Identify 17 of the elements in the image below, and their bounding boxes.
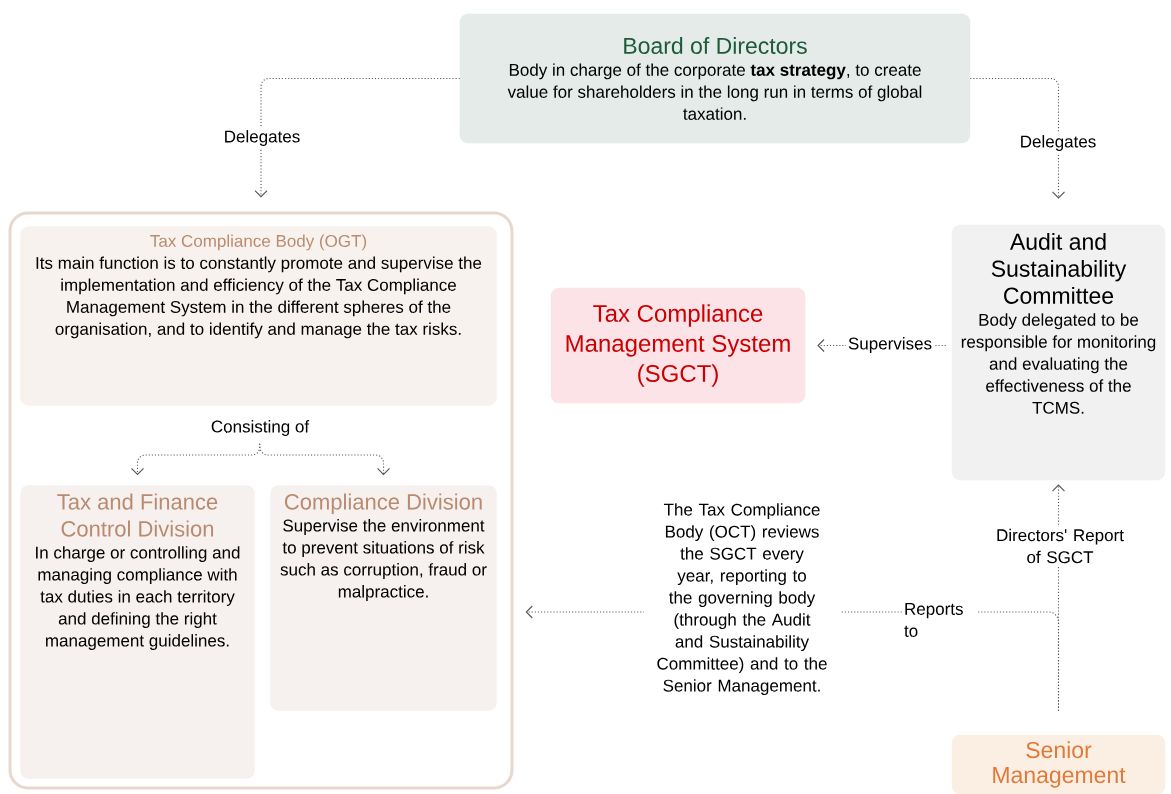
edge-label: Reports to [902,601,978,639]
edge-label: Consisting of [208,418,312,438]
edge-label: Delegates [1017,133,1099,153]
arrow [254,77,461,198]
edge-label: Supervises [845,335,935,355]
edge-label: Directors' Report of SGCT [988,526,1132,566]
committee-box: Audit and Sustainability Committee Body delegated to be responsible for monitoring and evaluating the effectiveness of the TCMS. [951,224,1166,481]
note-text: The Tax Compliance Body (OCT) reviews the SGCT every year, reporting to the governing body (through the Audit and Sustainability Committee) and to the Senior Management. [644,500,840,699]
edge-label: Delegates [221,128,303,148]
board-box: Board of Directors Body in charge of the corporate tax strategy, to create value for shareholders in the long run in terms of global taxation. [459,13,971,144]
system-box: Tax Compliance Management System (SGCT) [550,287,806,404]
management-box: Senior Management [951,734,1166,794]
body-box: Tax Compliance Body (OGT) Its main function is to constantly promote and supervise the implementation and efficiency of the Tax Compliance Management System in the different spheres of the organisation, and to identify and manage the tax risks. [20,226,497,406]
arrow [969,77,1066,199]
division-box: Compliance Division Supervise the environment to prevent situations of risk such as corruption, fraud or malpractice. [270,485,497,711]
arrow [259,443,391,476]
division-box: Tax and Finance Control Division In charge or controlling and managing compliance with tax duties in each territory and defining the right management guidelines. [20,485,255,779]
